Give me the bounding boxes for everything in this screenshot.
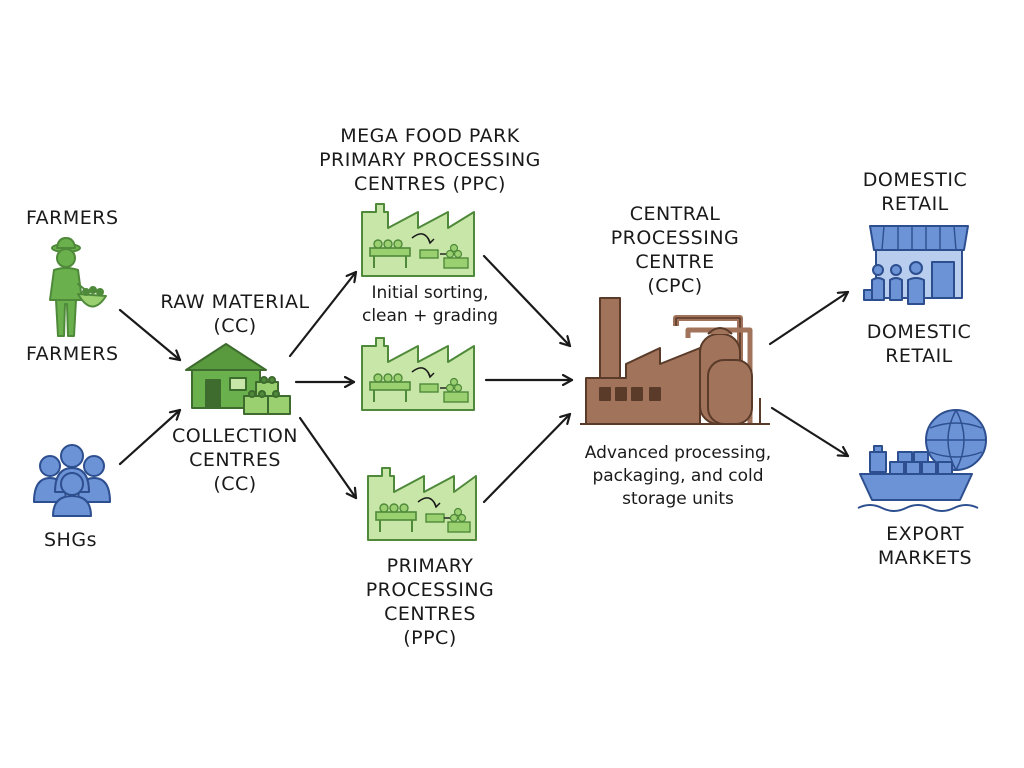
arrow-cpc-to-export (770, 406, 850, 458)
cpc-factory-icon (580, 297, 770, 425)
farmers-label-top: FARMERS (26, 207, 119, 229)
collection-top-line-2: (CC) (213, 315, 257, 337)
ppc-bottom-title-line-1: PRIMARY (386, 555, 474, 577)
collection-bottom-line-1: COLLECTION (171, 425, 299, 447)
domestic-top-line-1: DOMESTIC (862, 169, 968, 191)
ppc-note-line-2: clean + grading (361, 306, 499, 326)
domestic-bottom-line-1: DOMESTIC (866, 321, 972, 343)
domestic-bottom-line-2: RETAIL (885, 345, 953, 367)
export-line-2: MARKETS (877, 547, 973, 569)
cpc-title: CENTRAL PROCESSING CENTRE (CPC) (590, 202, 760, 298)
farmer-icon (49, 237, 107, 337)
cpc-title-line-4: (CPC) (647, 275, 703, 297)
export-ship-globe-icon (857, 409, 987, 512)
cpc-note-line-1: Advanced processing, (584, 443, 772, 463)
domestic-top-line-2: RETAIL (881, 193, 949, 215)
arrow-collection-to-ppc-bottom (298, 416, 358, 500)
collection-bottom-line-2: CENTRES (189, 449, 281, 471)
ppc-top-title-line-2: PRIMARY PROCESSING (319, 149, 541, 171)
ppc-bottom-title: PRIMARY PROCESSING CENTRES (PPC) (330, 554, 530, 650)
collection-bottom-line-3: (CC) (213, 473, 257, 495)
ppc-top-title-line-1: MEGA FOOD PARK (340, 125, 520, 147)
collection-centre-house-icon (185, 343, 291, 415)
domestic-retail-top-label: DOMESTIC RETAIL (850, 168, 980, 216)
cpc-title-line-3: CENTRE (635, 251, 715, 273)
arrow-ppc-top-to-cpc (482, 254, 572, 348)
collection-top-label: RAW MATERIAL (CC) (150, 290, 320, 338)
ppc-factory-middle-icon (361, 337, 475, 411)
ppc-top-title: MEGA FOOD PARK PRIMARY PROCESSING CENTRE… (300, 124, 560, 196)
ppc-top-title-line-3: CENTRES (PPC) (354, 173, 506, 195)
domestic-retail-bottom-label: DOMESTIC RETAIL (854, 320, 984, 368)
flow-arrows (118, 254, 850, 504)
ppc-bottom-title-line-2: PROCESSING (365, 579, 495, 601)
ppc-note: Initial sorting, clean + grading (340, 282, 520, 328)
arrow-farmers-to-collection (118, 308, 182, 362)
collection-top-line-1: RAW MATERIAL (160, 291, 310, 313)
export-line-1: EXPORT (886, 523, 964, 545)
cpc-title-line-2: PROCESSING (610, 227, 740, 249)
ppc-bottom-title-line-3: CENTRES (384, 603, 476, 625)
cpc-note-line-2: packaging, and cold (592, 466, 764, 486)
arrow-shgs-to-collection (118, 408, 182, 466)
arrow-cpc-to-domestic (768, 290, 850, 346)
retail-store-icon (863, 225, 969, 305)
ppc-factory-top-icon (361, 203, 475, 277)
cpc-note: Advanced processing, packaging, and cold… (560, 442, 796, 511)
arrow-ppc-bottom-to-cpc (482, 412, 572, 504)
ppc-factory-bottom-icon (367, 467, 477, 541)
ppc-note-line-1: Initial sorting, (371, 283, 489, 303)
cpc-title-line-1: CENTRAL (629, 203, 721, 225)
cpc-note-line-3: storage units (622, 489, 734, 509)
farmers-label-bottom: FARMERS (26, 343, 119, 365)
export-markets-label: EXPORT MARKETS (860, 522, 990, 570)
collection-bottom-label: COLLECTION CENTRES (CC) (150, 424, 320, 496)
ppc-bottom-title-line-4: (PPC) (403, 627, 457, 649)
arrow-collection-to-ppc-top (288, 270, 358, 358)
people-group-icon (33, 444, 111, 517)
shgs-label: SHGs (44, 529, 97, 551)
